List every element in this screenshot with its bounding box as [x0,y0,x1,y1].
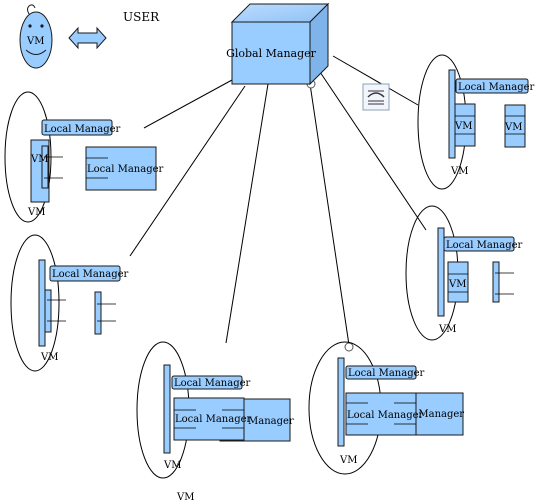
vm-bar-inner [44,289,52,333]
vm-bar [448,69,456,159]
edge-to-cluster-6 [332,55,419,106]
global-manager-label: Global Manager [226,47,317,60]
local-manager-box[interactable] [41,119,113,136]
vm-box [454,103,476,147]
vm-bar [337,357,345,447]
vm-cluster-2[interactable]: Local Manager VM [10,234,129,372]
vm-inner-label: VM [448,279,466,290]
vm-caption: VM [163,460,181,471]
double-arrow-icon [68,26,107,50]
connector-handle[interactable] [344,342,354,352]
local-manager-box[interactable] [455,78,529,94]
local-manager-box[interactable] [171,375,243,390]
global-manager-node[interactable]: Global Manager [226,2,330,86]
vm-cluster-5[interactable]: VM Local Manager VM [405,205,523,341]
local-manager-box[interactable] [49,265,121,282]
local-manager-back-label: Manager [248,416,294,427]
vm-bar [163,364,171,454]
edge-to-cluster-4 [309,83,350,346]
legend-user-label: USER [123,10,160,24]
edge-to-cluster-3 [225,83,269,344]
vm-caption: VM [339,455,357,466]
local-manager-front[interactable] [173,397,245,441]
vm-caption: VM [450,166,468,177]
edge-to-cluster-5 [319,71,427,231]
vm-cluster-6[interactable]: VM VM Local Manager VM [417,54,535,190]
vm-caption: VM [40,352,58,363]
local-manager-back-label: l Manager [412,409,464,420]
local-manager-detached[interactable] [85,146,157,191]
local-manager-box[interactable] [345,365,417,380]
local-manager-front[interactable] [345,392,417,436]
edge-to-cluster-2 [129,85,246,257]
note-icon[interactable] [362,83,390,111]
legend: VM USER [19,4,160,69]
local-manager-label: Local Manager [174,378,251,389]
vm-bar [38,259,46,347]
local-manager-detached-label: Local Manager [87,164,164,175]
vm-cluster-4[interactable]: Local Manager l Manager Local Manager VM [308,341,464,475]
vm-inner-label: VM [30,154,48,165]
edge-to-cluster-1 [143,79,233,129]
vm-bar-inner [41,145,49,189]
vm-caption: VM [27,207,45,218]
local-manager-front-label: Local Manager [175,414,252,425]
vm-inner-label-2: VM [504,122,522,133]
local-manager-label: Local Manager [458,82,535,93]
local-manager-label: Local Manager [446,240,523,251]
local-manager-box[interactable] [443,236,515,252]
vm-bar [437,227,445,317]
connections [129,55,427,352]
vm-caption-below: VM [176,492,194,503]
local-manager-front-label: Local Manager [347,410,424,421]
vm-cluster-3[interactable]: Local Manager Manager Local Manager VM V… [136,341,294,503]
vm-smiley-icon: VM [19,4,53,69]
vm-cluster-1[interactable]: VM Local Manager Local Manager VM [4,91,164,223]
local-manager-label: Local Manager [52,269,129,280]
vm-bar-detached [94,291,102,335]
vm-inner-label: VM [454,121,472,132]
vm-caption: VM [438,324,456,335]
vm-bar-detached [492,261,500,303]
legend-vm-label: VM [26,36,44,47]
local-manager-label: Local Manager [44,124,121,135]
local-manager-label: Local Manager [348,368,425,379]
vm-box-detached [504,104,526,148]
